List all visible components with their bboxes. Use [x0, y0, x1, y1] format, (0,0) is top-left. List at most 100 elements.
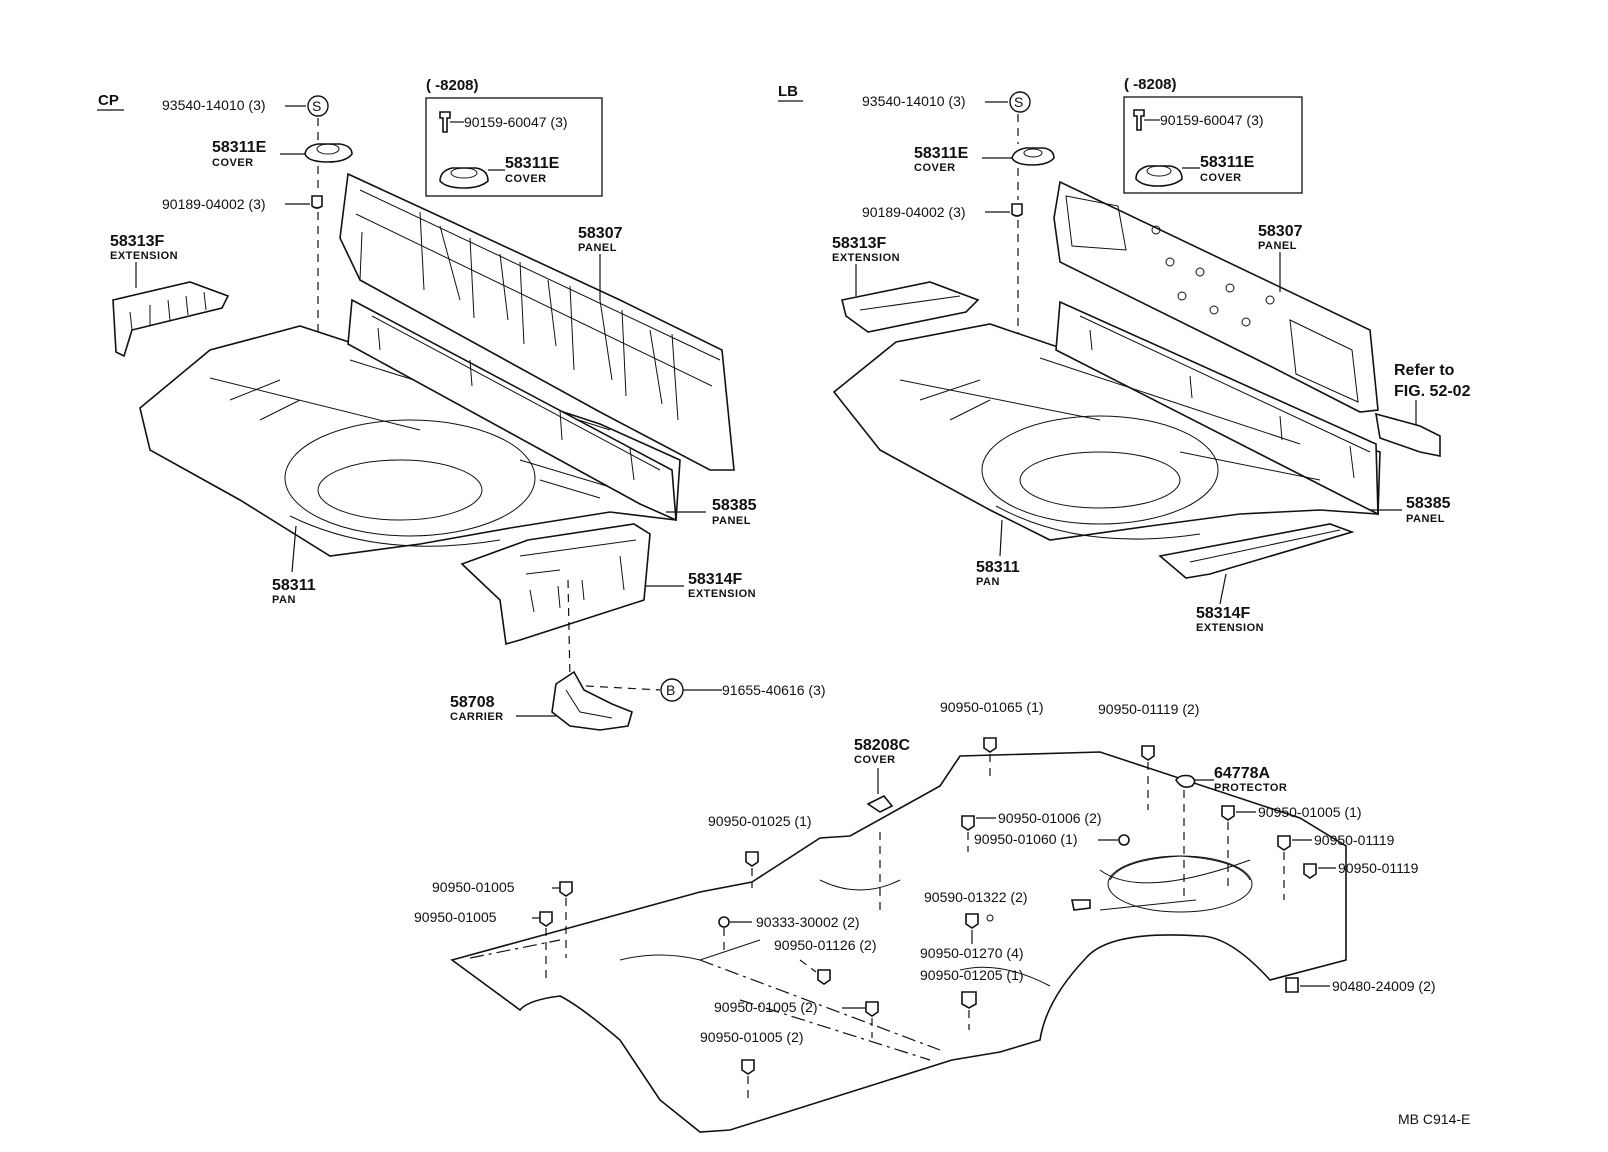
lb-label-panel2: PANEL: [1406, 513, 1445, 525]
lb-leader-58311: [999, 519, 1003, 557]
cp-label-box-58311e: 58311E: [505, 155, 560, 172]
lb-box-bolt-shape: [1133, 109, 1145, 131]
floor-plug-01126: [817, 969, 831, 985]
floor-label-58208c: 58208C: [854, 737, 910, 754]
lb-panel-windows: [1065, 195, 1359, 403]
lb-panel-hole-4: [1177, 291, 1187, 301]
floor-label-90950-01119-2: 90950-01119 (2): [1098, 701, 1199, 717]
cp-box-cover-dome: [450, 167, 478, 179]
floor-label-90950-01005-1: 90950-01005 (1): [1258, 804, 1362, 820]
floor-label-90950-01005-2b: 90950-01005 (2): [700, 1029, 804, 1045]
lb-panel-58385-shape: [1055, 300, 1379, 516]
floor-plug-01270-washer: [986, 914, 994, 922]
cp-leader-58311: [291, 525, 297, 573]
cp-section-title: CP: [98, 92, 119, 109]
cp-section: CP 93540-14010 (3) S 58311E COVER 90189-…: [97, 77, 826, 731]
floor-label-90950-01005-2a: 90950-01005 (2): [714, 999, 818, 1015]
cp-label-58313f: 58313F: [110, 233, 164, 250]
lb-panel-hole-8: [1151, 225, 1161, 235]
cp-ext2-ribs: [519, 539, 637, 613]
lb-symbol-s: [1009, 91, 1031, 113]
floor-plug-01065: [983, 737, 997, 753]
cp-extension-58313f-shape: [112, 281, 230, 358]
cp-label-box-cover: COVER: [505, 173, 547, 185]
lb-extension-58313f-shape: [841, 281, 980, 333]
floor-plug-01119-a: [1277, 835, 1291, 851]
lb-panel-58307-shape: [1053, 180, 1379, 413]
lb-section-title: LB: [778, 83, 798, 100]
cp-spare-well-inner: [317, 459, 483, 521]
lb-label-58313f: 58313F: [832, 235, 886, 252]
floor-plug-01005-2b: [741, 1059, 755, 1075]
lb-range-box: [1123, 96, 1303, 194]
floor-underbody-shape: [450, 751, 1347, 1133]
floor-clip-90590: [1071, 899, 1091, 911]
lb-box-cover-dome: [1146, 165, 1172, 177]
lb-section: LB 93540-14010 (3) S 58311E COVER 90189-…: [778, 76, 1471, 634]
floor-label-90950-01205: 90950-01205 (1): [920, 967, 1024, 983]
lb-spare-well-inner: [1019, 451, 1181, 509]
floor-plug-01025: [745, 851, 759, 867]
cp-label-panel2: PANEL: [712, 515, 751, 527]
cp-dash-b: [585, 685, 661, 691]
floor-label-90950-01065: 90950-01065 (1): [940, 699, 1044, 715]
cp-nut-90189-shape: [311, 195, 323, 209]
lb-label-box-58311e: 58311E: [1200, 154, 1255, 171]
lb-panel-hole-6: [1241, 317, 1251, 327]
floor-label-90590-01322: 90590-01322 (2): [924, 889, 1028, 905]
cp-extension-58314f-shape: [460, 523, 651, 646]
lb-nut-90189-shape: [1011, 203, 1023, 217]
cp-range-header: ( -8208): [426, 77, 479, 94]
floor-label-90950-01005-a: 90950-01005: [432, 879, 515, 895]
lb-label-58307: 58307: [1258, 223, 1303, 240]
floor-label-90950-01270: 90950-01270 (4): [920, 945, 1024, 961]
lb-label-refer-2: FIG. 52-02: [1394, 383, 1471, 400]
lb-label-panel: PANEL: [1258, 240, 1297, 252]
cp-ext-ribs: [129, 291, 207, 331]
lb-label-cover: COVER: [914, 162, 956, 174]
lb-label-58311: 58311: [976, 559, 1020, 576]
cp-range-box: [425, 97, 603, 197]
lb-symbol-s-letter: S: [1014, 94, 1023, 110]
floor-plug-01005-2a: [865, 1001, 879, 1017]
floor-plug-01205: [961, 991, 977, 1009]
lb-pan-ribs: [899, 357, 1321, 481]
lb-cover-dome: [1023, 148, 1043, 158]
lb-label-58314f: 58314F: [1196, 605, 1250, 622]
floor-label-90950-01006: 90950-01006 (2): [998, 810, 1102, 826]
lb-label-58385: 58385: [1406, 495, 1451, 512]
floor-label-90950-01119-a: 90950-01119: [1314, 832, 1395, 848]
cp-label-pan: PAN: [272, 594, 296, 606]
floor-label-90950-01025: 90950-01025 (1): [708, 813, 812, 829]
cp-panel2-ribs: [371, 315, 661, 481]
lb-range-header: ( -8208): [1124, 76, 1177, 93]
cp-label-58314f: 58314F: [688, 571, 742, 588]
cp-pan-bottom-curve: [289, 515, 501, 547]
floor-label-cover: COVER: [854, 754, 896, 766]
cp-cover-dome: [316, 143, 340, 155]
cp-pan-58311-shape: [139, 325, 681, 557]
cp-label-cover: COVER: [212, 157, 254, 169]
lb-panel-hole-2: [1195, 267, 1205, 277]
floor-plug-01270: [965, 913, 979, 929]
cp-label-58307: 58307: [578, 225, 623, 242]
floor-clip-90480: [1285, 977, 1299, 993]
lb-ext-rib: [859, 295, 961, 311]
cp-label-90159: 90159-60047 (3): [464, 114, 568, 130]
floor-contours: [619, 855, 1251, 961]
cp-label-93540: 93540-14010 (3): [162, 97, 266, 113]
cp-label-58708: 58708: [450, 694, 495, 711]
cp-symbol-s: [307, 95, 329, 117]
cp-label-carrier: CARRIER: [450, 711, 504, 723]
cp-panel-58385-shape: [347, 298, 677, 522]
cp-label-58311e: 58311E: [212, 139, 267, 156]
lb-label-extension2: EXTENSION: [1196, 622, 1264, 634]
floor-section: 90950-01065 (1) 90950-01119 (2) 58208C C…: [414, 699, 1436, 1133]
lb-label-90189: 90189-04002 (3): [862, 204, 966, 220]
floor-label-90950-01126: 90950-01126 (2): [774, 937, 876, 953]
floor-plug-01060: [1118, 834, 1130, 846]
floor-label-64778a: 64778A: [1214, 765, 1270, 782]
cp-panel-ribs: [355, 189, 721, 421]
cp-pan-ribs: [209, 349, 621, 499]
